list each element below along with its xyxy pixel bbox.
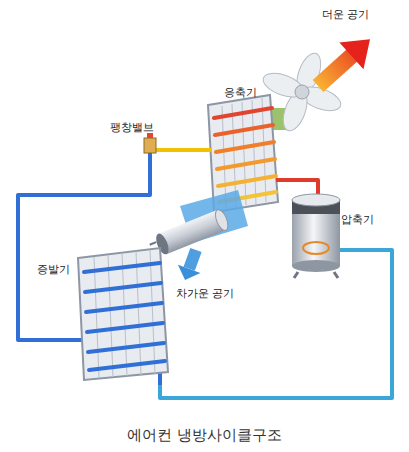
compressor-foot <box>294 272 298 278</box>
fan-hub <box>295 85 309 99</box>
evaporator-tube <box>84 263 160 272</box>
air-label: 차가운 공기 <box>176 287 235 300</box>
refrigerant-pipe <box>168 148 195 152</box>
fin <box>122 253 127 376</box>
evaporator-tube <box>86 303 162 312</box>
compressor-top <box>292 194 340 206</box>
arrow-shaft <box>184 248 202 271</box>
fin <box>222 106 226 208</box>
fin <box>94 257 99 378</box>
condenser-frame <box>208 95 278 212</box>
condenser-tube <box>215 125 273 135</box>
condenser-tube <box>214 108 272 118</box>
compressor-coil <box>303 242 329 254</box>
condenser-tube <box>217 159 275 169</box>
evaporator-tube <box>87 323 163 332</box>
compressor-body <box>292 200 340 266</box>
fin <box>242 102 246 205</box>
arrow-shaft <box>313 49 358 92</box>
pipe-stub <box>195 148 212 152</box>
compressor-foot <box>334 272 338 278</box>
refrigerant-pipe <box>285 180 318 190</box>
pipe-stub <box>276 178 285 182</box>
evaporator-frame <box>78 248 168 380</box>
cold-air-arrow <box>174 246 207 284</box>
figure-caption: 에어컨 냉방사이클구조 <box>0 426 409 444</box>
valve-body <box>144 138 156 153</box>
component-box: 팽창밸브 <box>108 116 168 158</box>
component-box: 압축기 <box>285 190 377 282</box>
evaporator-tube <box>85 283 161 292</box>
fin <box>252 100 256 204</box>
component-box: 응축기 <box>195 80 285 220</box>
hot-air-arrow <box>306 26 382 100</box>
condenser-tube <box>218 176 276 186</box>
compressor <box>292 190 377 278</box>
refrigerant-pipe <box>160 250 392 398</box>
evaporator-coil <box>35 248 168 385</box>
fin <box>108 255 113 377</box>
evaporator-tube <box>89 361 165 370</box>
condenser-coil <box>195 95 285 212</box>
compressor-bottom <box>292 260 340 272</box>
pipe-stub <box>158 372 162 385</box>
part-label: 증발기 <box>37 263 70 276</box>
part-label: 응축기 <box>224 86 257 99</box>
expansion-valve <box>144 133 168 158</box>
evaporator-tube <box>88 343 164 352</box>
part-label: 팽창밸브 <box>110 121 154 134</box>
refrigerant-pipe <box>18 158 150 340</box>
fin <box>262 98 266 202</box>
blower-pin <box>150 242 156 245</box>
blower-end <box>213 208 231 232</box>
component-box: 증발기 <box>35 240 175 385</box>
pipe-stub <box>340 248 377 252</box>
fin <box>136 251 141 375</box>
condenser-tube <box>216 142 274 152</box>
part-label: 압축기 <box>341 213 374 226</box>
pipe-stub <box>35 338 84 342</box>
arrow-head <box>174 265 201 284</box>
air-label: 더운 공기 <box>322 8 370 21</box>
fin <box>150 250 155 374</box>
pipe-stub <box>156 148 168 152</box>
arrow-head <box>339 26 382 69</box>
